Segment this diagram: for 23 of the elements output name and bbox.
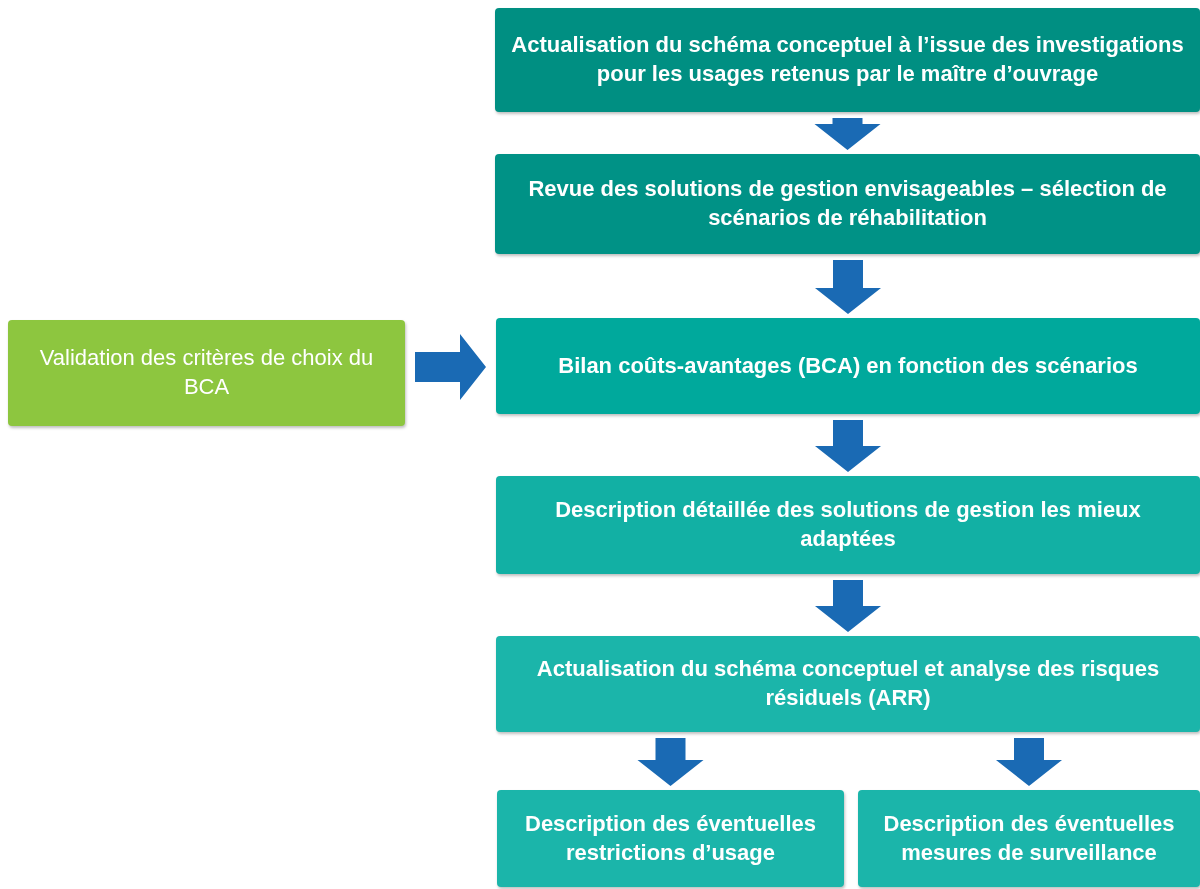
block-arrow — [815, 580, 881, 632]
step-label: Actualisation du schéma conceptuel et analyse des risques résiduels (ARR) — [535, 655, 1161, 712]
process-box — [495, 8, 1200, 112]
block-arrow — [637, 738, 704, 786]
step-label: Validation des critères de choix du BCA — [38, 344, 375, 401]
step-label: Description des éventuelles restrictions d’usage — [524, 809, 817, 867]
block-arrow — [415, 334, 486, 400]
process-box — [496, 318, 1200, 414]
process-box — [8, 320, 405, 426]
process-box — [497, 790, 844, 887]
block-arrow — [815, 260, 881, 314]
step-label: Description des éventuelles mesures de surveillance — [882, 809, 1176, 867]
process-box — [496, 636, 1200, 732]
step-label: Revue des solutions de gestion envisageables – sélection de scénarios de réhabilitation — [527, 175, 1168, 232]
process-box — [858, 790, 1200, 887]
step-label: Actualisation du schéma conceptuel à l’issue des investigations pour les usages retenus par le maître d’ouvrage — [510, 31, 1185, 88]
step-label: Bilan coûts-avantages (BCA) en fonction des scénarios — [558, 351, 1138, 380]
block-arrow — [815, 420, 881, 472]
step-label: Description détaillée des solutions de gestion les mieux adaptées — [554, 496, 1142, 553]
process-box — [496, 476, 1200, 574]
block-arrow — [814, 118, 881, 150]
block-arrow — [996, 738, 1062, 786]
process-box — [495, 154, 1200, 254]
